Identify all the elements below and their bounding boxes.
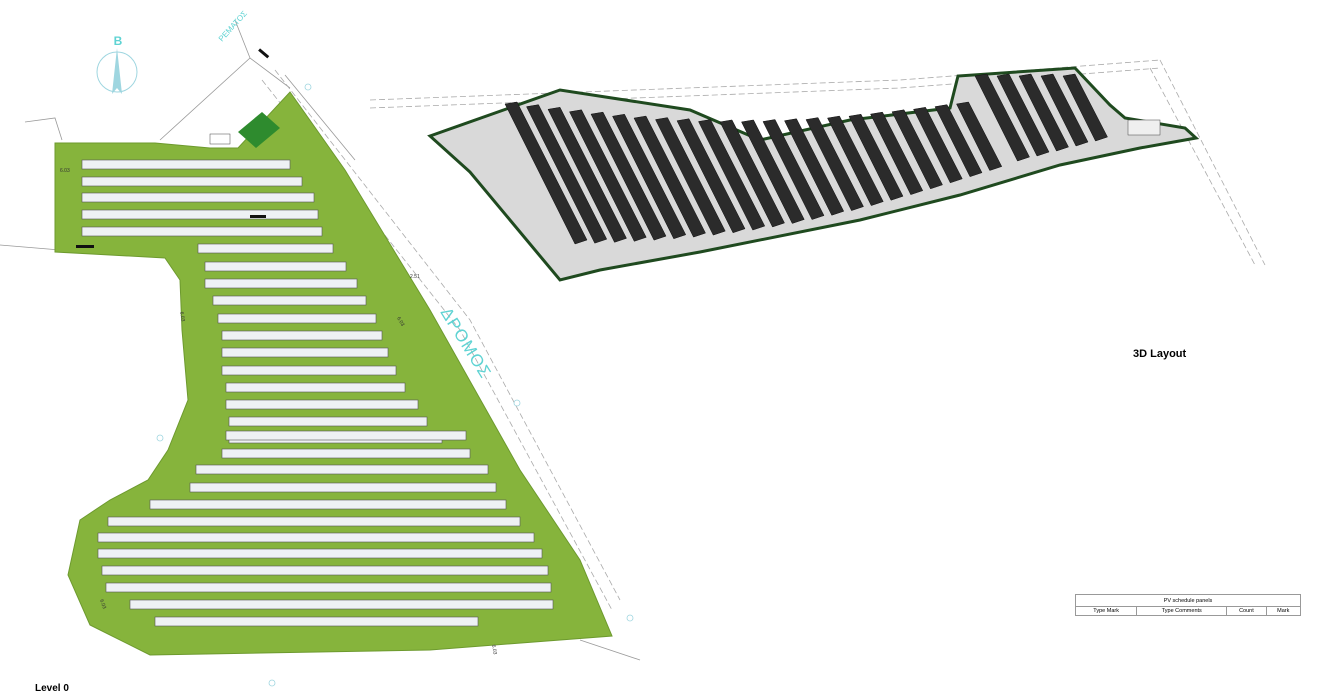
layout-3d-panel-row: [741, 119, 805, 224]
dim-top-left: 6.03: [60, 168, 70, 174]
layout-3d-panel-row: [848, 113, 904, 201]
pv-row: [221, 448, 471, 459]
schedule-title: PV schedule panels: [1075, 594, 1301, 607]
marker-2: [250, 215, 266, 218]
layout-3d-panel-row: [870, 111, 924, 195]
pv-row: [81, 192, 315, 203]
pv-row: [107, 516, 521, 527]
pv-row: [129, 599, 554, 610]
elevation-marks: [156, 83, 634, 687]
dim-bottom: 6.03: [490, 644, 498, 655]
north-arrow-icon: [96, 48, 138, 94]
layout-3d-panel-row: [974, 73, 1030, 162]
layout-3d-panel-row: [719, 119, 785, 228]
layout-3d-panel-row: [827, 115, 884, 206]
layout-3d-panel-row: [569, 109, 647, 242]
pv-row: [154, 616, 479, 627]
layout-3d-panel-row: [805, 117, 864, 211]
cadastral-lines: [0, 19, 641, 661]
layout-3d-panel-row: [526, 104, 608, 244]
pv-row: [105, 582, 552, 593]
north-letter: B: [114, 34, 123, 48]
gate-marker: [258, 48, 270, 59]
pv-row: [81, 209, 319, 220]
pv-row: [221, 347, 389, 358]
stream-name: ΡΕΜΑΤΟΣ: [217, 9, 249, 43]
dim-bottom-left: 6.03: [98, 599, 107, 610]
pv-rows: [81, 159, 554, 627]
pv-row: [204, 278, 358, 289]
pv-row: [101, 565, 549, 576]
dim-left-gap: 6.03: [178, 311, 186, 322]
pv-row: [228, 416, 428, 427]
pv-row: [195, 464, 489, 475]
layout-3d-panel-row: [996, 73, 1050, 157]
schedule-col-type-comments: Type Comments: [1136, 606, 1228, 616]
layout-3d-panel-row: [784, 118, 845, 216]
pv-schedule-table: PV schedule panels Type Mark Type Commen…: [1074, 594, 1302, 616]
pv-row: [81, 176, 303, 187]
layout-3d-panel-row: [504, 101, 588, 245]
layout-3d-building: [1127, 119, 1161, 136]
pv-row: [217, 313, 377, 324]
building: [238, 112, 280, 148]
layout-3d-panel-row: [1018, 73, 1069, 152]
dim-right-gap: 6.03: [395, 316, 405, 328]
layout-3d-panel-row: [934, 104, 983, 177]
layout-3d-panel-row: [676, 118, 746, 234]
layout-3d-panel-row: [612, 113, 687, 240]
layout-3d: [427, 66, 1200, 282]
schedule-col-type-mark: Type Mark: [1074, 606, 1138, 616]
layout-3d-panel-row: [913, 107, 963, 184]
level-label: Level 0: [35, 683, 69, 694]
pv-row: [81, 159, 291, 170]
pv-row: [225, 399, 419, 410]
pv-row: [225, 382, 406, 393]
marker-1: [76, 245, 94, 248]
layout-3d-panel-row: [655, 117, 726, 236]
layout-3d-panel-row: [1062, 73, 1108, 142]
pv-row: [97, 548, 543, 559]
pv-row: [197, 243, 334, 254]
pv-row: [221, 365, 397, 376]
pv-row: [225, 430, 467, 441]
pv-row: [221, 330, 383, 341]
layout-3d-panel-row: [698, 119, 766, 231]
pv-row: [97, 532, 535, 543]
layout-3d-panel-row: [633, 115, 706, 238]
pv-row: [149, 499, 507, 510]
layout-3d-panel-row: [891, 109, 943, 190]
layout-3d-panels: [504, 73, 1108, 245]
layout-3d-panel-row: [1040, 73, 1089, 147]
pv-row: [81, 226, 323, 237]
pv-row: [212, 295, 367, 306]
layout-3d-label: 3D Layout: [1133, 348, 1187, 360]
pv-row: [189, 482, 497, 493]
layout-3d-panel-row: [547, 107, 627, 243]
layout-3d-panel-row: [956, 101, 1003, 171]
layout-3d-panel-row: [762, 119, 825, 220]
pv-row: [204, 261, 347, 272]
layout-3d-panel-row: [590, 111, 667, 241]
inverter-box: [209, 133, 231, 145]
schedule-col-mark: Mark: [1265, 606, 1302, 616]
dim-road-offset: 2.51: [410, 274, 420, 280]
schedule-col-count: Count: [1226, 606, 1267, 616]
